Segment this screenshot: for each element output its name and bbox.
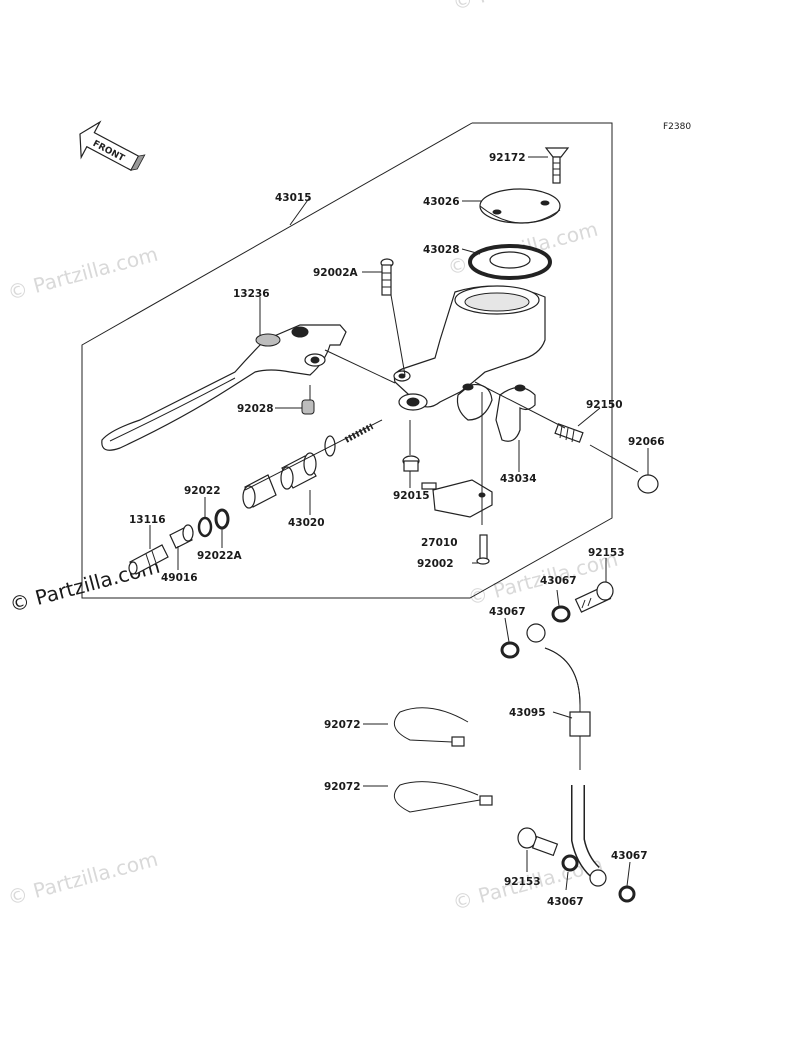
pin-13116 bbox=[128, 544, 169, 575]
cable-tie-92072-b bbox=[393, 781, 493, 813]
leader-lines bbox=[149, 156, 649, 891]
label-43028: 43028 bbox=[423, 244, 460, 256]
label-43067-a: 43067 bbox=[540, 575, 577, 587]
cable-tie-92072-a bbox=[393, 707, 469, 747]
grommet-92015 bbox=[402, 455, 420, 472]
bolt-92150 bbox=[554, 423, 584, 443]
label-92015: 92015 bbox=[393, 490, 430, 502]
label-92153-bottom: 92153 bbox=[504, 876, 541, 888]
circlip-92022 bbox=[197, 516, 213, 538]
label-43095: 43095 bbox=[509, 707, 546, 719]
screw-92002 bbox=[476, 534, 490, 565]
master-cylinder-body bbox=[393, 285, 546, 421]
pivot-49016 bbox=[169, 524, 194, 549]
watermark-text: © Partzilla.com bbox=[5, 242, 160, 305]
label-92153-top: 92153 bbox=[588, 547, 625, 559]
label-43020: 43020 bbox=[288, 517, 325, 529]
label-43067-d: 43067 bbox=[611, 850, 648, 862]
label-43067-b: 43067 bbox=[489, 606, 526, 618]
diaphragm-plate-43028 bbox=[468, 244, 552, 280]
cap-92066 bbox=[637, 474, 659, 494]
label-92072-b: 92072 bbox=[324, 781, 361, 793]
watermark-text: © Partzilla.com bbox=[450, 0, 605, 15]
clutch-lever-13236 bbox=[101, 324, 347, 451]
label-92072-a: 92072 bbox=[324, 719, 361, 731]
label-43026: 43026 bbox=[423, 196, 460, 208]
figure-code: F2380 bbox=[663, 122, 691, 132]
label-92172: 92172 bbox=[489, 152, 526, 164]
label-92002A: 92002A bbox=[313, 267, 359, 279]
reservoir-cap-43026 bbox=[479, 188, 561, 224]
washer-43067-d bbox=[618, 885, 636, 903]
label-49016: 49016 bbox=[161, 572, 198, 584]
part-labels: 43015 92172 43026 43028 92002A 13236 920… bbox=[129, 152, 665, 908]
washer-92022A bbox=[214, 508, 230, 530]
label-43015: 43015 bbox=[275, 192, 312, 204]
label-13116: 13116 bbox=[129, 514, 166, 526]
washer-43067-b bbox=[500, 641, 520, 659]
piston-kit-43020 bbox=[242, 423, 374, 509]
washer-43067-a bbox=[551, 605, 571, 623]
brake-hose-43095 bbox=[526, 623, 607, 887]
front-arrow-icon: FRONT bbox=[79, 120, 146, 172]
bushing-92028 bbox=[301, 399, 315, 415]
banjo-bolt-92153-top bbox=[574, 581, 614, 613]
label-92150: 92150 bbox=[586, 399, 623, 411]
label-92022A: 92022A bbox=[197, 550, 243, 562]
label-92028: 92028 bbox=[237, 403, 274, 415]
washer-43067-c bbox=[561, 854, 579, 872]
label-43034: 43034 bbox=[500, 473, 537, 485]
assembly-outline bbox=[81, 122, 613, 599]
screw-92002A bbox=[380, 258, 394, 296]
label-92022: 92022 bbox=[184, 485, 221, 497]
label-43067-c: 43067 bbox=[547, 896, 584, 908]
switch-27010 bbox=[421, 479, 493, 518]
watermark-text: © Partzilla.com bbox=[5, 847, 160, 910]
screw-92172 bbox=[544, 147, 570, 184]
label-92066: 92066 bbox=[628, 436, 665, 448]
label-27010: 27010 bbox=[421, 537, 458, 549]
clamp-43034 bbox=[495, 384, 536, 442]
label-92002: 92002 bbox=[417, 558, 454, 570]
label-13236: 13236 bbox=[233, 288, 270, 300]
banjo-bolt-92153-bottom bbox=[517, 827, 559, 857]
